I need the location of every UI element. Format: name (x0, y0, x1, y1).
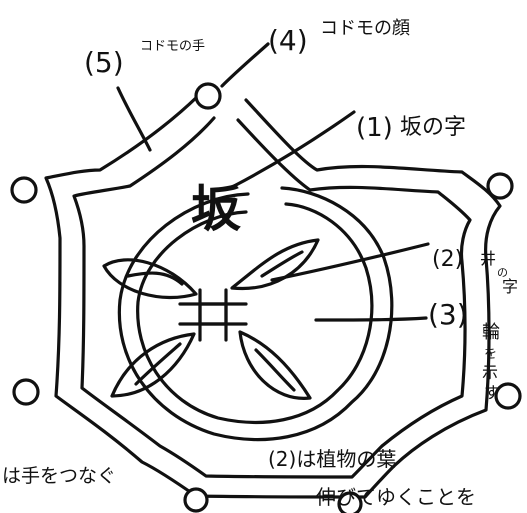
leader-4 (222, 44, 268, 86)
ring-inner-outline (138, 204, 372, 422)
leaf-bottom-right (240, 332, 310, 398)
center-character: 坂 (191, 180, 241, 238)
leaf-top-right-vein (262, 252, 302, 276)
leaf-top-left (104, 260, 196, 298)
knob-top (196, 84, 220, 108)
label-2-number: (2) (432, 247, 463, 272)
label-4-text: コドモの顔 (320, 18, 410, 39)
label-3-char-a: 輪 (482, 322, 500, 343)
label-3-char-c: 示 (482, 363, 498, 382)
label-4-number: (4) (268, 24, 308, 57)
leader-2 (272, 244, 428, 280)
bottom-right-note-line1: (2)は植物の葉 (268, 447, 396, 471)
leaf-top-right (232, 240, 318, 289)
bottom-right-note-line2: 伸びてゆくことを (316, 485, 476, 509)
knob-lower-left (14, 380, 38, 404)
bottom-left-note: は手をつなぐ (2, 465, 116, 487)
label-3-char-d: す (484, 383, 500, 402)
center-cross-lines (180, 290, 246, 340)
ring-outer-outline (119, 188, 391, 440)
label-5-number: (5) (84, 46, 124, 79)
label-1-number: (1) (356, 113, 393, 143)
center-square (200, 304, 226, 324)
leader-5 (118, 88, 150, 150)
label-5-text: コドモの手 (140, 39, 205, 54)
knob-upper-left (12, 178, 36, 202)
knob-bottom-left (185, 489, 207, 511)
label-2-char-a: 井 (480, 249, 496, 268)
leader-3 (316, 318, 426, 320)
label-2-char-c: 字 (502, 277, 518, 296)
label-3-number: (3) (428, 298, 468, 331)
label-3-char-b: を (484, 347, 497, 362)
label-1-text: 坂の字 (400, 115, 466, 140)
knob-upper-right (488, 174, 512, 198)
